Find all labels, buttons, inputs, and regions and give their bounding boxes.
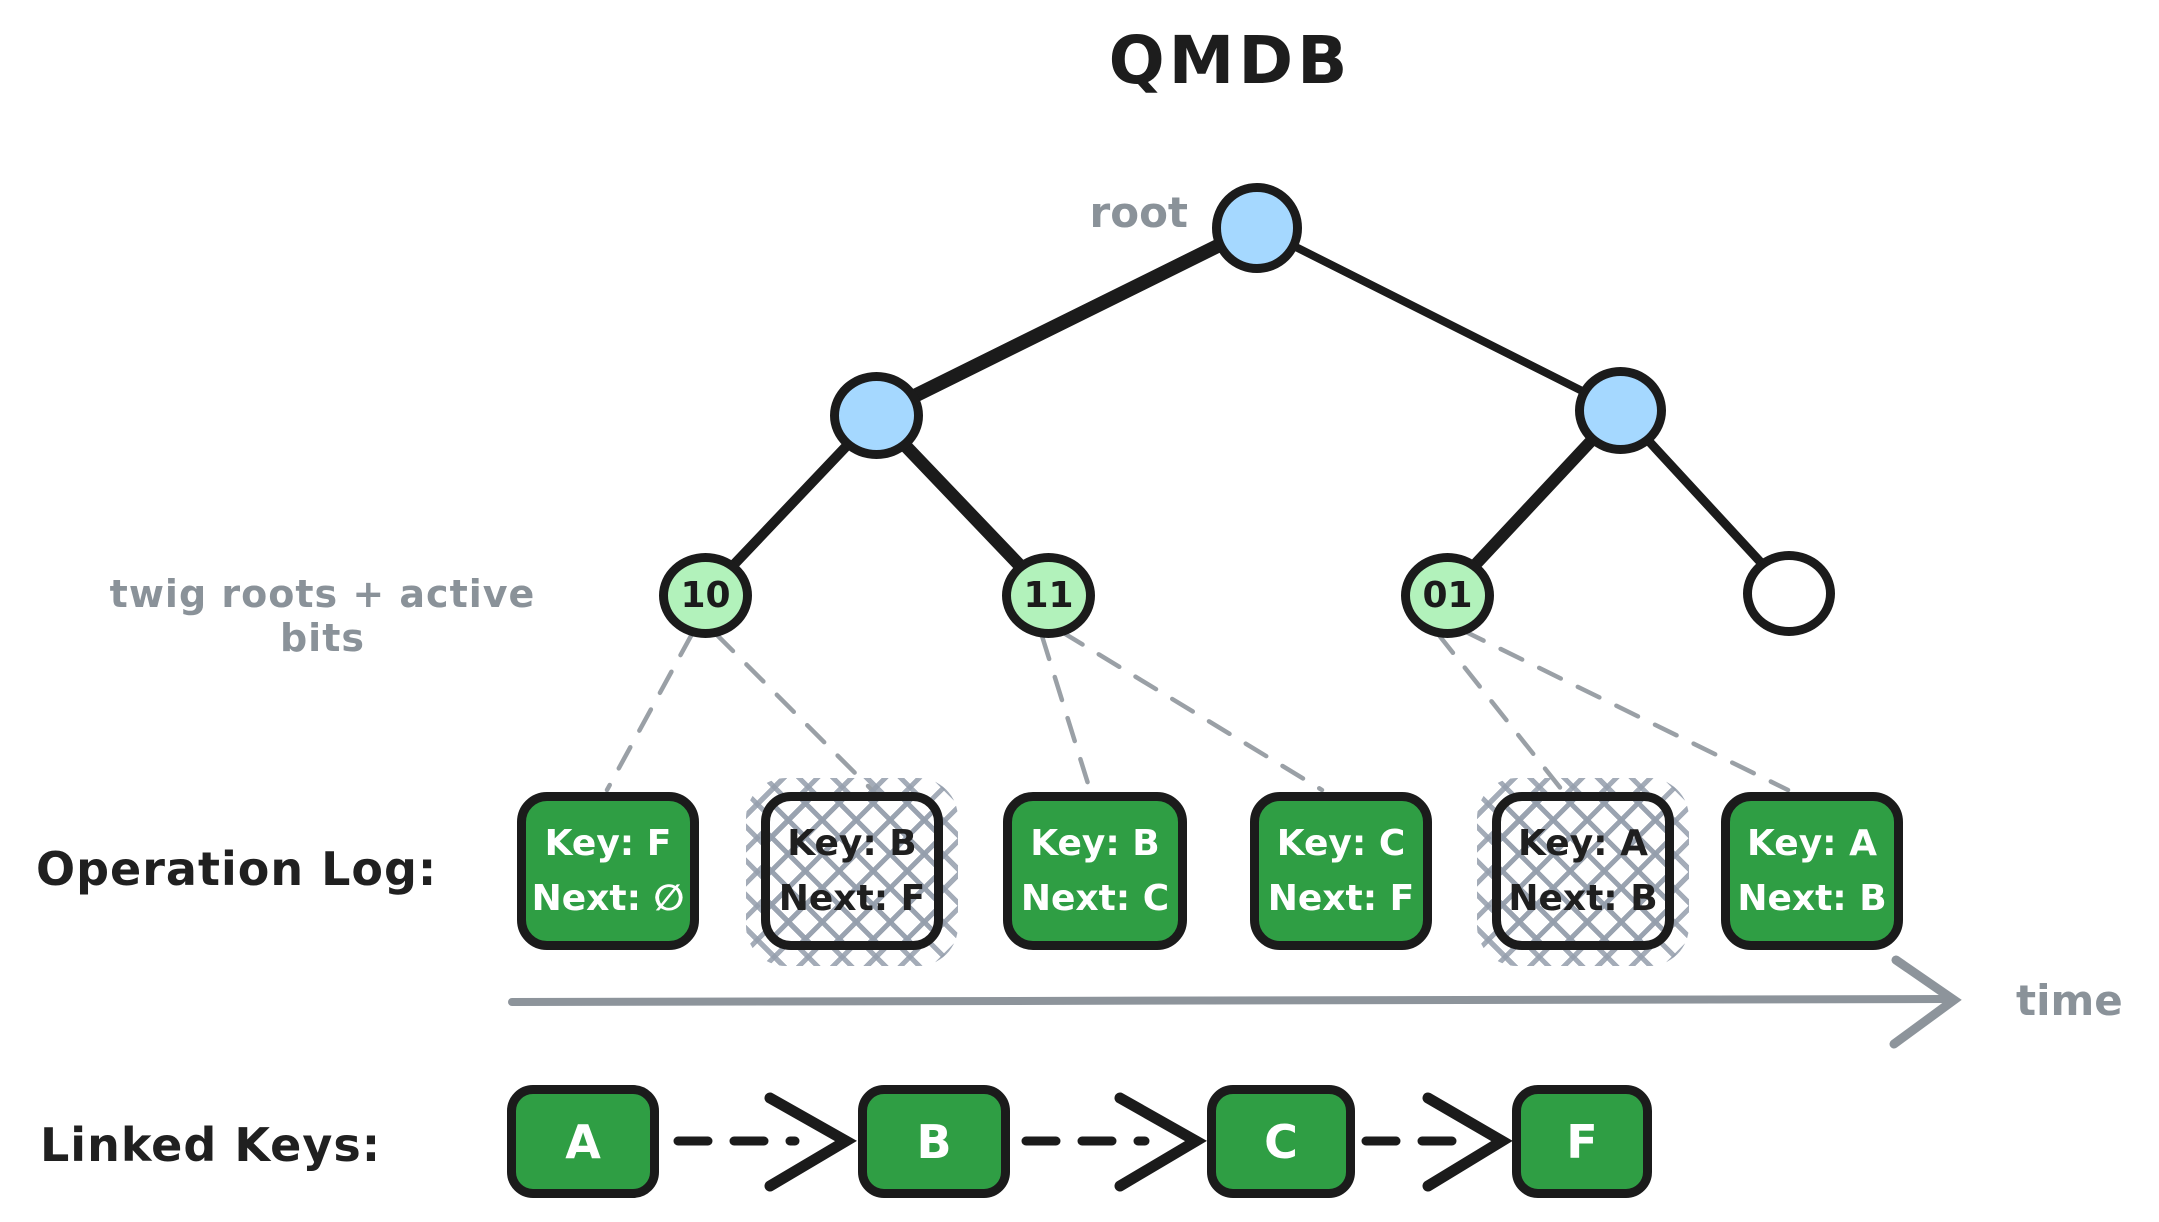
connector-01-entry5 xyxy=(1435,631,1565,793)
op-entry-next: Next: ∅ xyxy=(531,878,685,919)
time-arrowhead-icon xyxy=(1889,955,1962,1049)
linked-key-a-label: A xyxy=(565,1114,601,1169)
page-title: QMDB xyxy=(1108,22,1352,99)
op-log-entry-5: Key: A Next: B xyxy=(1492,792,1674,950)
connector-01-entry6 xyxy=(1459,627,1791,793)
op-entry-key: Key: C xyxy=(1276,823,1406,864)
internal-node-left xyxy=(830,372,923,459)
op-log-entry-4: Key: C Next: F xyxy=(1250,792,1432,950)
op-entry-next: Next: F xyxy=(778,878,926,919)
twig-node-11: 11 xyxy=(1002,553,1095,638)
op-entry-key: Key: B xyxy=(1030,823,1160,864)
linked-key-f: F xyxy=(1512,1085,1652,1198)
twig-node-01: 01 xyxy=(1401,553,1494,638)
tree-edge-root-left xyxy=(869,220,1263,422)
time-arrow-shaft xyxy=(508,995,1948,1006)
linked-keys-caption: Linked Keys: xyxy=(40,1118,382,1172)
connector-11-entry4 xyxy=(1059,629,1325,793)
root-node xyxy=(1212,183,1302,273)
operation-log-caption: Operation Log: xyxy=(36,842,438,896)
op-entry-key: Key: A xyxy=(1518,823,1648,864)
linked-arrow-b-c-head-icon xyxy=(1114,1092,1207,1192)
op-entry-next: Next: C xyxy=(1020,878,1170,919)
time-arrow xyxy=(508,955,1962,1049)
linked-key-arrows xyxy=(673,1092,1513,1192)
op-log-entry-1: Key: F Next: ∅ xyxy=(517,792,699,950)
twig-node-10: 10 xyxy=(659,553,752,638)
linked-key-b-label: B xyxy=(916,1114,952,1169)
connector-10-entry2 xyxy=(713,631,881,799)
op-entry-key: Key: F xyxy=(544,823,672,864)
connector-11-entry3 xyxy=(1039,633,1093,793)
linked-key-a: A xyxy=(507,1085,659,1198)
tree-edge-root-right xyxy=(1252,223,1624,414)
twig-node-11-label: 11 xyxy=(1023,575,1074,616)
root-node-label: root xyxy=(1089,188,1189,237)
twig-node-10-label: 10 xyxy=(680,575,731,616)
op-entry-key: Key: B xyxy=(787,823,917,864)
op-entry-next: Next: B xyxy=(1508,878,1658,919)
linked-key-b: B xyxy=(858,1085,1010,1198)
internal-node-right xyxy=(1575,367,1666,454)
linked-arrow-a-b-head-icon xyxy=(764,1092,857,1192)
twig-roots-caption: twig roots + active bits xyxy=(109,572,536,660)
op-log-entry-3: Key: B Next: C xyxy=(1003,792,1187,950)
linked-key-f-label: F xyxy=(1566,1114,1598,1169)
time-axis-label: time xyxy=(2016,976,2123,1025)
linked-arrow-c-f-head-icon xyxy=(1422,1092,1513,1192)
linked-key-c-label: C xyxy=(1264,1114,1298,1169)
twig-node-01-label: 01 xyxy=(1422,575,1473,616)
op-entry-next: Next: F xyxy=(1267,878,1415,919)
op-log-entry-2: Key: B Next: F xyxy=(761,792,943,950)
op-entry-next: Next: B xyxy=(1737,878,1887,919)
linked-key-c: C xyxy=(1207,1085,1355,1198)
twig-to-log-connectors xyxy=(604,627,1791,799)
op-log-entry-6: Key: A Next: B xyxy=(1721,792,1903,950)
op-entry-key: Key: A xyxy=(1747,823,1877,864)
twig-node-empty xyxy=(1743,551,1835,636)
connector-10-entry1 xyxy=(604,631,695,793)
